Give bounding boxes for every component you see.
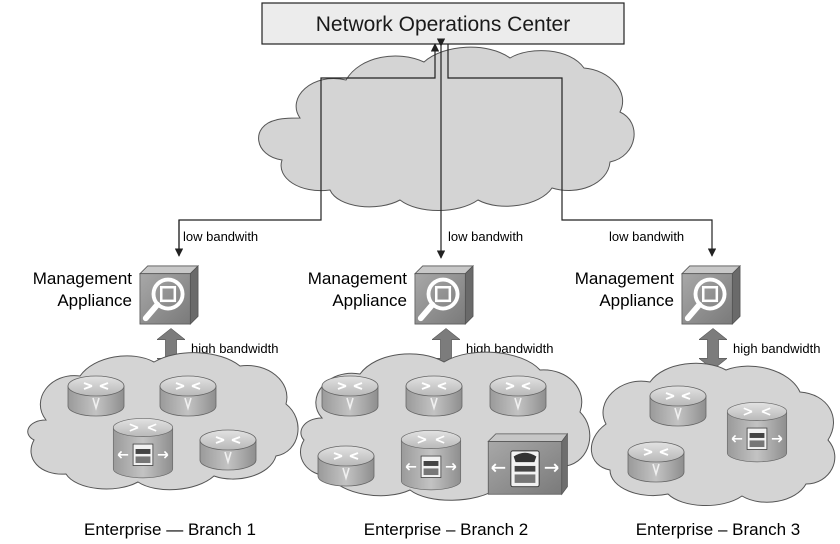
low-bandwidth-label-2: low bandwith xyxy=(448,229,523,244)
wan-cloud xyxy=(258,46,635,211)
branch-1-label: Enterprise — Branch 1 xyxy=(84,520,256,539)
appliance-label-line2: Appliance xyxy=(599,291,674,310)
high-bandwidth-label-1: high bandwidth xyxy=(191,341,278,356)
router-icon xyxy=(627,441,685,483)
router-icon xyxy=(199,429,257,471)
noc-title: Network Operations Center xyxy=(316,13,570,36)
noc-links xyxy=(174,38,717,259)
branch-3-cloud xyxy=(590,362,836,506)
appliance-label-line2: Appliance xyxy=(332,291,407,310)
low-bandwidth-label-3: low bandwith xyxy=(609,229,684,244)
router-icon xyxy=(489,375,547,417)
link-to-branch-3 xyxy=(447,44,717,257)
appliance-label-line1: Management xyxy=(308,269,408,288)
voice-router-icon xyxy=(726,401,788,463)
branch-2: Management Appliance high bandwidth Ente… xyxy=(299,266,591,539)
management-appliance-icon xyxy=(415,266,473,324)
branch-3: Management Appliance high bandwidth Ente… xyxy=(575,266,836,539)
management-appliance-icon xyxy=(682,266,740,324)
low-bandwidth-label-1: low bandwith xyxy=(183,229,258,244)
router-icon xyxy=(317,445,375,487)
high-bandwidth-label-3: high bandwidth xyxy=(733,341,820,356)
appliance-label-line1: Management xyxy=(575,269,675,288)
appliance-label-line1: Management xyxy=(33,269,133,288)
router-icon xyxy=(67,375,125,417)
branch-1: Management Appliance high bandwidth Ente… xyxy=(27,266,299,539)
branch-3-label: Enterprise – Branch 3 xyxy=(636,520,800,539)
voice-router-icon xyxy=(400,429,462,491)
router-icon xyxy=(321,375,379,417)
voice-gateway-icon xyxy=(487,432,568,496)
management-appliance-icon xyxy=(140,266,198,324)
voice-router-icon xyxy=(112,417,174,479)
router-icon xyxy=(159,375,217,417)
noc-box: Network Operations Center xyxy=(261,2,625,45)
router-icon xyxy=(405,375,463,417)
appliance-label-line2: Appliance xyxy=(57,291,132,310)
router-icon xyxy=(649,385,707,427)
branch-2-label: Enterprise – Branch 2 xyxy=(364,520,528,539)
